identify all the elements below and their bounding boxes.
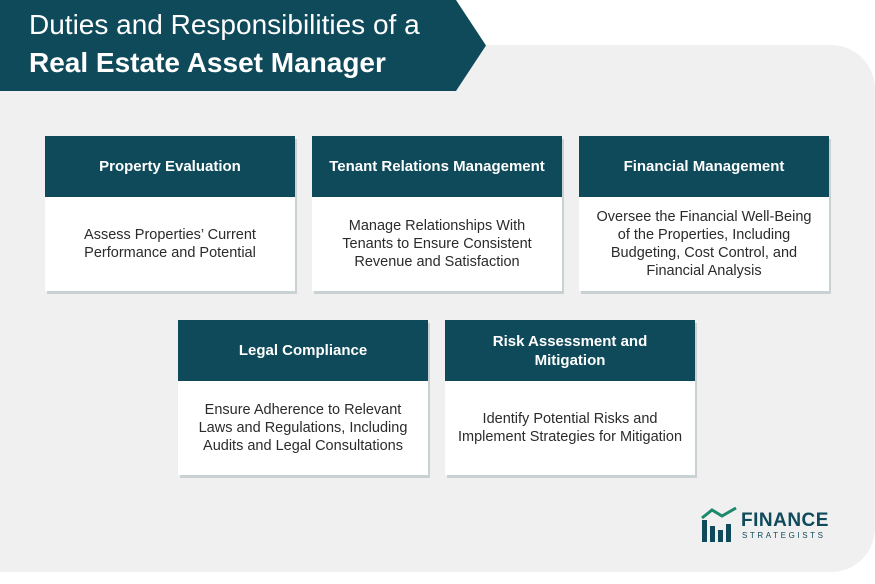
logo-wordmark-primary: FINANCE — [741, 510, 829, 531]
card-description: Manage Relationships With Tenants to Ens… — [312, 197, 562, 291]
banner-shape — [0, 0, 486, 91]
card-tenant-relations: Tenant Relations Management Manage Relat… — [312, 136, 562, 291]
logo-wordmark-secondary: STRATEGISTS — [742, 531, 826, 540]
page-title-line2: Real Estate Asset Manager — [29, 47, 386, 78]
card-description: Identify Potential Risks and Implement S… — [445, 381, 695, 475]
card-title: Tenant Relations Management — [312, 136, 562, 197]
page-title-line1: Duties and Responsibilities of a — [29, 9, 420, 40]
card-title: Risk Assessment and Mitigation — [445, 320, 695, 381]
card-legal-compliance: Legal Compliance Ensure Adherence to Rel… — [178, 320, 428, 475]
card-description: Ensure Adherence to Relevant Laws and Re… — [178, 381, 428, 475]
card-description: Oversee the Financial Well-Being of the … — [579, 197, 829, 291]
card-title: Financial Management — [579, 136, 829, 197]
card-title: Legal Compliance — [178, 320, 428, 381]
card-description: Assess Properties’ Current Performance a… — [45, 197, 295, 291]
finance-strategists-logo-icon — [701, 506, 737, 542]
finance-strategists-logo: FINANCE STRATEGISTS — [700, 506, 840, 546]
card-risk-assessment: Risk Assessment and Mitigation Identify … — [445, 320, 695, 475]
card-financial-management: Financial Management Oversee the Financi… — [579, 136, 829, 291]
title-banner — [0, 0, 486, 91]
background-panel — [0, 45, 875, 572]
card-property-evaluation: Property Evaluation Assess Properties’ C… — [45, 136, 295, 291]
card-title: Property Evaluation — [45, 136, 295, 197]
